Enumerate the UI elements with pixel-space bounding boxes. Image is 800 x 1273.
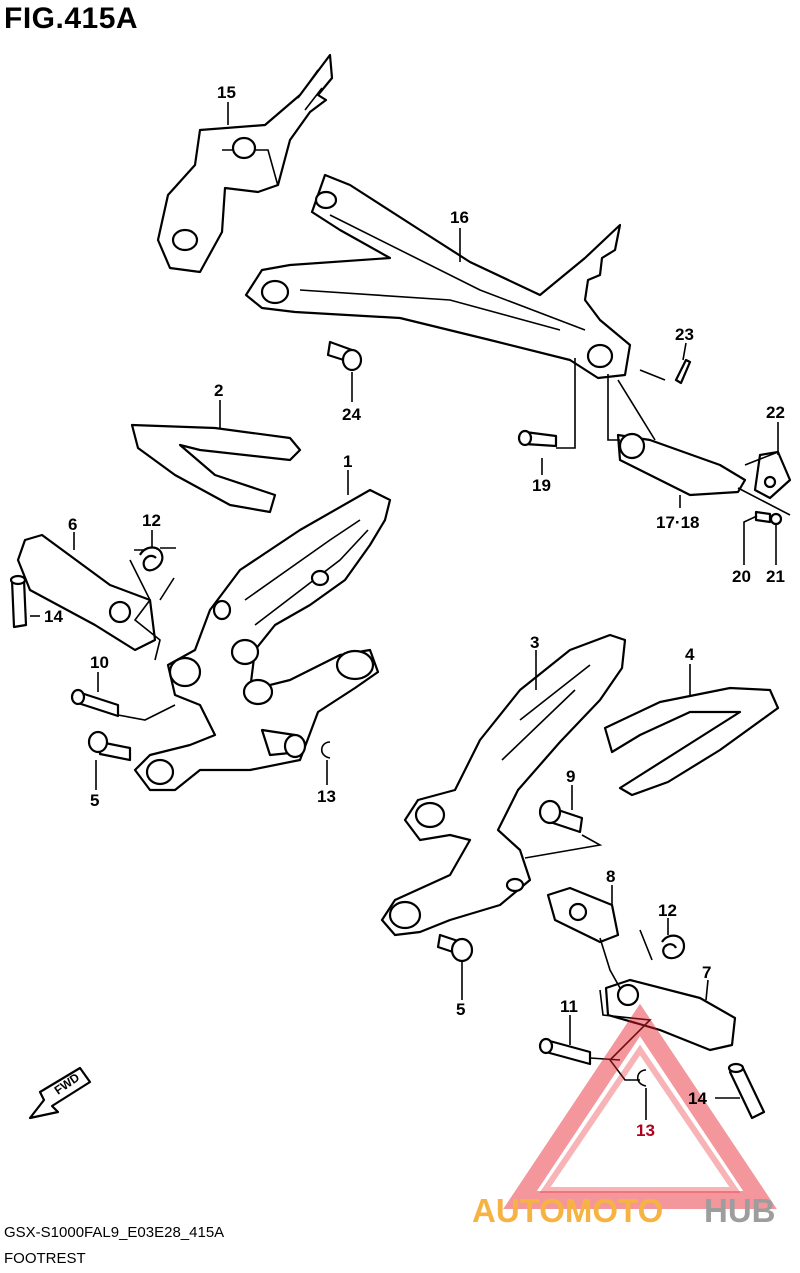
part-12-spring [134,546,176,572]
callout-7: 7 [702,963,711,982]
callout-16: 16 [450,208,469,227]
figure-name-label: FOOTREST [4,1250,86,1267]
part-13-e-clip [320,741,331,759]
callout-21: 21 [766,567,785,586]
callout-6: 6 [68,515,77,534]
callout-19: 19 [532,476,551,495]
callout-10: 10 [90,653,109,672]
callout-labels: 15 16 23 24 22 2 1 19 17·18 6 12 20 21 1… [44,83,785,1140]
callout-1: 1 [343,452,352,471]
part-11-pin [538,1037,592,1066]
part-1-footrest-bracket [133,488,392,792]
automotohub-watermark: AUTOMOTO HUB [472,1003,777,1229]
callout-5-right: 5 [456,1000,465,1019]
figure-title: FIG.415A [4,2,139,35]
leader-lines [30,102,791,1120]
part-4-heel-guard [603,686,780,797]
callout-15: 15 [217,83,236,102]
callout-23: 23 [675,325,694,344]
callout-8: 8 [606,867,615,886]
fwd-direction-arrow: FWD [28,1066,92,1120]
callout-13-right: 13 [636,1121,655,1140]
part-3-footrest-bracket [380,633,627,937]
part-20-screw [754,510,772,524]
part-13-e-clip-right [636,1069,647,1087]
part-12-spring-right [661,934,686,960]
part-10-pin [70,688,120,718]
part-15-rear-hanger-bracket [156,53,334,274]
callout-22: 22 [766,403,785,422]
callout-12-right: 12 [658,901,677,920]
part-5-bolt-right [436,933,474,963]
part-8-bush [546,886,620,944]
part-7-footrest [604,978,737,1052]
part-19-pin [517,429,558,448]
callout-20: 20 [732,567,751,586]
callout-24: 24 [342,405,361,424]
part-16-rear-footrest-bracket [244,173,632,380]
callout-5: 5 [90,791,99,810]
part-14-pin-right [727,1062,766,1120]
callout-14-right: 14 [688,1089,707,1108]
callout-14: 14 [44,607,63,626]
model-code-label: GSX-S1000FAL9_E03E28_415A [4,1224,225,1241]
part-24-bolt [326,340,363,372]
part-17-18-rear-footrest [616,432,747,497]
part-23-cotter-pin [674,358,692,385]
watermark-text-automoto: AUTOMOTO [472,1192,663,1229]
callout-2: 2 [214,381,223,400]
callout-4: 4 [685,645,695,664]
part-5-bolt [87,730,132,762]
callout-11: 11 [560,997,578,1016]
watermark-text-hub: HUB [704,1192,776,1229]
part-9-bolt [538,799,584,834]
callout-13: 13 [317,787,336,806]
part-14-pin [9,574,28,629]
part-21-washer [769,512,783,526]
part-6-footrest [16,533,157,652]
part-2-heel-guard [130,423,302,514]
callout-17-18: 17·18 [656,513,699,532]
callout-9: 9 [566,767,575,786]
callout-3: 3 [530,633,539,652]
callout-12: 12 [142,511,161,530]
